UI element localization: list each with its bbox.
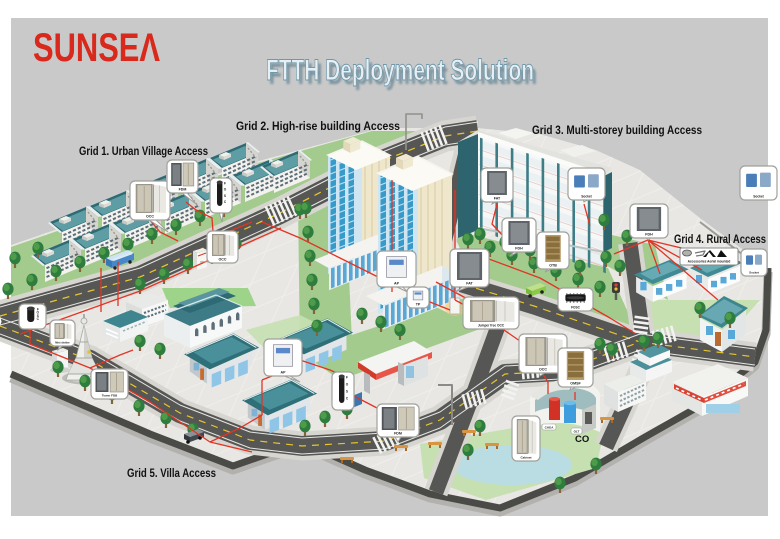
svg-text:C: C <box>224 200 227 204</box>
svg-text:AP: AP <box>281 371 287 375</box>
svg-text:FDM: FDM <box>394 432 402 436</box>
svg-text:S: S <box>224 194 226 198</box>
svg-text:FAT: FAT <box>466 282 473 286</box>
svg-text:Grid 3. Multi-storey building: Grid 3. Multi-storey building Access <box>532 125 702 137</box>
svg-text:F: F <box>224 182 226 186</box>
svg-text:Cabinet: Cabinet <box>520 456 531 460</box>
svg-text:FTTH Deployment Solution: FTTH Deployment Solution <box>269 58 537 91</box>
svg-text:OLT: OLT <box>574 430 580 434</box>
svg-text:O: O <box>346 383 349 387</box>
svg-text:C: C <box>346 397 349 401</box>
svg-text:FDM: FDM <box>179 188 187 192</box>
svg-text:TP: TP <box>416 303 421 307</box>
svg-text:C: C <box>37 317 40 321</box>
svg-text:Socket: Socket <box>749 271 759 275</box>
svg-text:Accessories Aerial mounted: Accessories Aerial mounted <box>688 260 731 264</box>
svg-text:CHGA: CHGA <box>545 426 555 430</box>
svg-text:O: O <box>224 188 227 192</box>
svg-text:CO: CO <box>575 434 589 445</box>
svg-text:OCC: OCC <box>146 215 154 219</box>
svg-text:FDH: FDH <box>645 233 653 237</box>
svg-text:FAT: FAT <box>494 197 501 201</box>
svg-text:Socket: Socket <box>753 195 764 199</box>
svg-text:Grid 5. Villa Access: Grid 5. Villa Access <box>127 468 216 480</box>
svg-text:OTB: OTB <box>549 264 557 268</box>
svg-text:Grid 2. High-rise building Acc: Grid 2. High-rise building Access <box>236 121 400 133</box>
svg-text:FDH: FDH <box>515 247 523 251</box>
svg-text:Grid 4. Rural Access: Grid 4. Rural Access <box>674 234 766 246</box>
svg-text:FTTH Deployment Solution: FTTH Deployment Solution <box>266 54 534 87</box>
svg-text:S: S <box>346 390 348 394</box>
svg-text:O: O <box>37 311 40 315</box>
svg-text:OMSF: OMSF <box>570 382 581 386</box>
svg-text:F: F <box>346 376 348 380</box>
svg-text:Mini shelter: Mini shelter <box>55 341 69 345</box>
svg-text:F: F <box>37 308 39 312</box>
svg-text:SUNSEΛ: SUNSEΛ <box>33 26 160 70</box>
svg-text:OCC: OCC <box>219 258 227 262</box>
svg-text:Grid 1. Urban Village Access: Grid 1. Urban Village Access <box>79 146 208 158</box>
svg-text:AP: AP <box>394 282 400 286</box>
svg-text:OCC: OCC <box>539 368 547 372</box>
svg-text:Tower FDB: Tower FDB <box>102 394 118 398</box>
svg-text:Socket: Socket <box>581 195 592 199</box>
svg-text:S: S <box>37 314 39 318</box>
svg-text:FOSC: FOSC <box>571 306 581 310</box>
svg-text:Jumper free OCC: Jumper free OCC <box>478 324 505 328</box>
